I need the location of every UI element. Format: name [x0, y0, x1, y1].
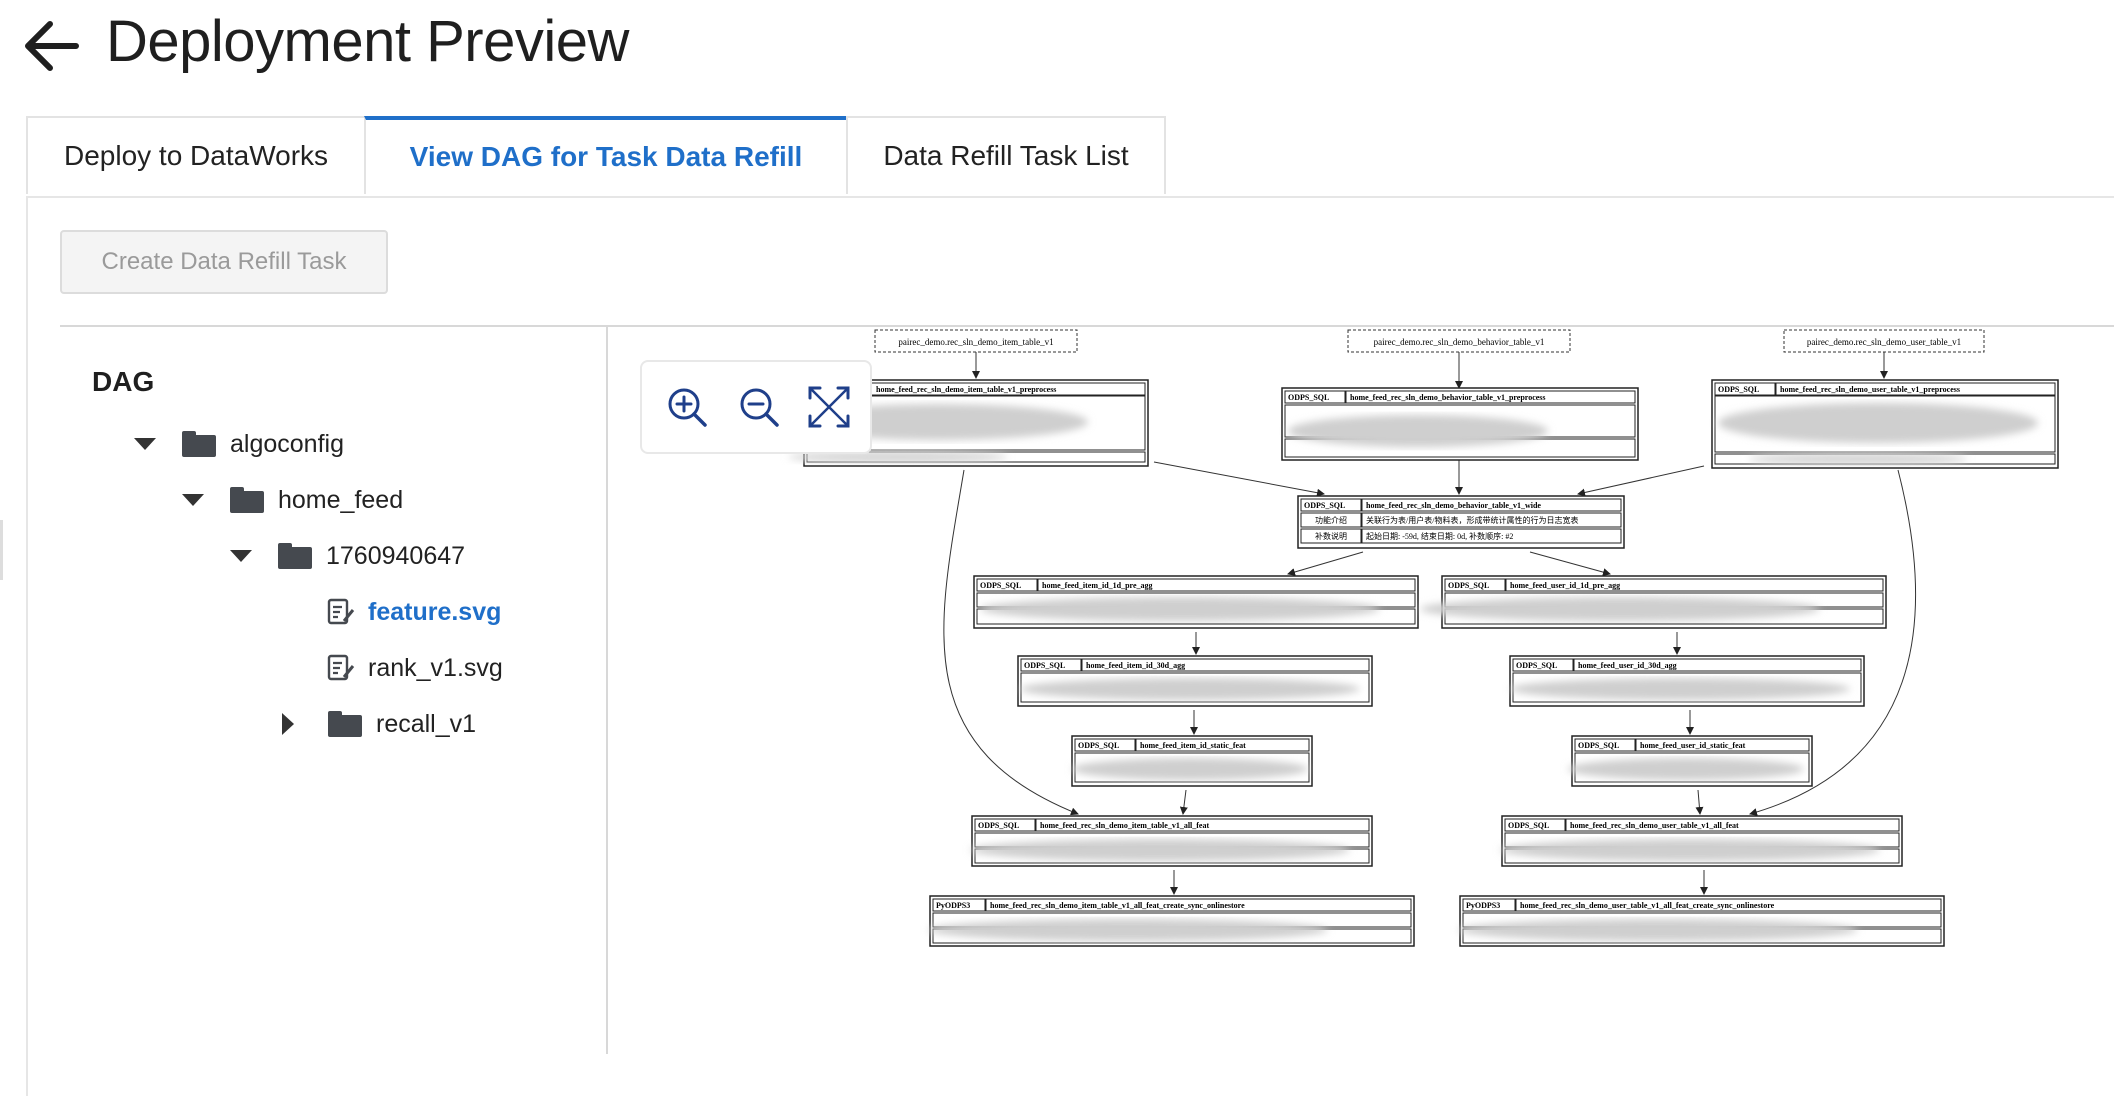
svg-text:ODPS_SQL: ODPS_SQL: [980, 581, 1021, 590]
caret-down-icon[interactable]: [182, 494, 204, 506]
dag-task-node[interactable]: ODPS_SQL home_feed_item_id_1d_pre_agg: [973, 575, 1419, 629]
svg-text:功能介绍: 功能介绍: [1315, 515, 1347, 525]
tab-content-panel: [26, 196, 2114, 1096]
zoom-out-icon[interactable]: [736, 384, 782, 430]
tree-item-algoconfig[interactable]: algoconfig: [134, 424, 344, 464]
svg-text:home_feed_user_id_1d_pre_agg: home_feed_user_id_1d_pre_agg: [1510, 581, 1620, 590]
svg-text:ODPS_SQL: ODPS_SQL: [1578, 741, 1619, 750]
tree-item-feature-svg[interactable]: feature.svg: [326, 592, 501, 632]
tree-item-recall-v1[interactable]: recall_v1: [276, 704, 476, 744]
folder-icon: [182, 431, 216, 457]
dag-task-node[interactable]: ODPS_SQL home_feed_rec_sln_demo_user_tab…: [1500, 815, 1903, 867]
svg-text:ODPS_SQL: ODPS_SQL: [1288, 393, 1329, 402]
tree-item-label: rank_v1.svg: [368, 653, 503, 682]
zoom-controls: [640, 360, 872, 454]
dag-task-node[interactable]: ODPS_SQL home_feed_rec_sln_demo_behavior…: [1281, 387, 1639, 461]
tree-heading: DAG: [92, 366, 155, 397]
divider: [60, 325, 2114, 327]
dag-source-node[interactable]: pairec_demo.rec_sln_demo_item_table_v1: [874, 329, 1078, 353]
svg-text:pairec_demo.rec_sln_demo_behav: pairec_demo.rec_sln_demo_behavior_table_…: [1374, 337, 1545, 347]
tree-item-label: recall_v1: [376, 709, 477, 738]
svg-text:pairec_demo.rec_sln_demo_user_: pairec_demo.rec_sln_demo_user_table_v1: [1807, 337, 1961, 347]
svg-text:home_feed_item_id_static_feat: home_feed_item_id_static_feat: [1140, 741, 1246, 750]
svg-text:起始日期: -59d, 结束日期: 0d, 补数顺序: #2: 起始日期: -59d, 结束日期: 0d, 补数顺序: #2: [1366, 531, 1513, 541]
svg-text:补数说明: 补数说明: [1315, 531, 1347, 541]
svg-text:home_feed_rec_sln_demo_item_ta: home_feed_rec_sln_demo_item_table_v1_pre…: [876, 385, 1056, 394]
svg-text:home_feed_rec_sln_demo_behavio: home_feed_rec_sln_demo_behavior_table_v1…: [1350, 393, 1546, 402]
svg-text:home_feed_rec_sln_demo_item_ta: home_feed_rec_sln_demo_item_table_v1_all…: [1040, 821, 1209, 830]
tree-item-label: home_feed: [278, 485, 404, 514]
dag-canvas[interactable]: pairec_demo.rec_sln_demo_item_table_v1 p…: [608, 326, 2114, 1054]
file-edit-icon: [327, 598, 355, 625]
file-edit-icon: [327, 654, 355, 681]
zoom-in-icon[interactable]: [664, 384, 710, 430]
svg-text:home_feed_user_id_static_feat: home_feed_user_id_static_feat: [1640, 741, 1746, 750]
folder-icon: [230, 487, 264, 513]
svg-text:ODPS_SQL: ODPS_SQL: [1448, 581, 1489, 590]
svg-text:home_feed_user_id_30d_agg: home_feed_user_id_30d_agg: [1578, 661, 1677, 670]
svg-text:ODPS_SQL: ODPS_SQL: [1718, 385, 1759, 394]
dag-source-node[interactable]: pairec_demo.rec_sln_demo_behavior_table_…: [1347, 329, 1571, 353]
svg-text:home_feed_rec_sln_demo_user_ta: home_feed_rec_sln_demo_user_table_v1_pre…: [1780, 385, 1960, 394]
dag-task-node[interactable]: ODPS_SQL home_feed_item_id_static_feat: [1071, 735, 1313, 787]
dag-task-node[interactable]: ODPS_SQL home_feed_user_id_static_feat: [1568, 735, 1813, 787]
dag-task-node[interactable]: ODPS_SQL home_feed_item_id_30d_agg: [1017, 655, 1373, 707]
caret-down-icon[interactable]: [230, 550, 252, 562]
dag-source-node[interactable]: pairec_demo.rec_sln_demo_user_table_v1: [1783, 329, 1985, 353]
tab-data-refill-task-list[interactable]: Data Refill Task List: [846, 116, 1166, 194]
caret-right-icon[interactable]: [282, 713, 294, 735]
tree-item-home-feed[interactable]: home_feed: [182, 480, 403, 520]
tab-view-dag[interactable]: View DAG for Task Data Refill: [364, 116, 848, 194]
svg-text:home_feed_item_id_1d_pre_agg: home_feed_item_id_1d_pre_agg: [1042, 581, 1153, 590]
svg-text:ODPS_SQL: ODPS_SQL: [1516, 661, 1557, 670]
dag-task-node[interactable]: ODPS_SQL home_feed_rec_sln_demo_item_tab…: [970, 815, 1373, 867]
svg-text:ODPS_SQL: ODPS_SQL: [1304, 501, 1345, 510]
svg-text:PyODPS3: PyODPS3: [1466, 901, 1500, 910]
svg-text:ODPS_SQL: ODPS_SQL: [1508, 821, 1549, 830]
tree-item-label: feature.svg: [368, 597, 502, 626]
svg-text:home_feed_rec_sln_demo_item_ta: home_feed_rec_sln_demo_item_table_v1_all…: [990, 901, 1245, 910]
tree-item-rank-v1-svg[interactable]: rank_v1.svg: [326, 648, 503, 688]
svg-text:ODPS_SQL: ODPS_SQL: [978, 821, 1019, 830]
dag-task-node[interactable]: ODPS_SQL home_feed_rec_sln_demo_behavior…: [1297, 495, 1625, 549]
svg-text:PyODPS3: PyODPS3: [936, 901, 970, 910]
svg-text:home_feed_rec_sln_demo_user_ta: home_feed_rec_sln_demo_user_table_v1_all…: [1520, 901, 1775, 910]
tree-item-label: 1760940647: [326, 541, 466, 570]
caret-down-icon[interactable]: [134, 438, 156, 450]
fit-screen-icon[interactable]: [806, 384, 852, 430]
splitter[interactable]: [606, 326, 608, 1054]
svg-text:ODPS_SQL: ODPS_SQL: [1078, 741, 1119, 750]
dag-task-node[interactable]: PyODPS3 home_feed_rec_sln_demo_user_tabl…: [1458, 895, 1945, 947]
folder-icon: [278, 543, 312, 569]
svg-text:home_feed_rec_sln_demo_user_ta: home_feed_rec_sln_demo_user_table_v1_all…: [1570, 821, 1739, 830]
dag-task-node[interactable]: ODPS_SQL home_feed_user_id_30d_agg: [1509, 655, 1865, 707]
dag-diagram: pairec_demo.rec_sln_demo_item_table_v1 p…: [788, 329, 2059, 947]
dag-edges: [943, 352, 1917, 895]
dag-task-node[interactable]: ODPS_SQL home_feed_user_id_1d_pre_agg: [1420, 575, 1887, 629]
page-header: Deployment Preview: [0, 0, 2114, 110]
folder-icon: [328, 711, 362, 737]
dag-task-node[interactable]: PyODPS3 home_feed_rec_sln_demo_item_tabl…: [928, 895, 1415, 947]
arrow-left-icon[interactable]: [22, 18, 82, 74]
svg-text:home_feed_item_id_30d_agg: home_feed_item_id_30d_agg: [1086, 661, 1185, 670]
svg-text:关联行为表/用户表/物料表，形成带统计属性的行为日志宽表: 关联行为表/用户表/物料表，形成带统计属性的行为日志宽表: [1366, 515, 1578, 525]
svg-text:pairec_demo.rec_sln_demo_item_: pairec_demo.rec_sln_demo_item_table_v1: [898, 337, 1053, 347]
page-title: Deployment Preview: [106, 9, 629, 74]
tree-item-label: algoconfig: [230, 429, 344, 458]
svg-text:home_feed_rec_sln_demo_behavio: home_feed_rec_sln_demo_behavior_table_v1…: [1366, 501, 1541, 510]
tab-deploy-to-dataworks[interactable]: Deploy to DataWorks: [26, 116, 366, 194]
dag-task-node[interactable]: ODPS_SQL home_feed_rec_sln_demo_user_tab…: [1711, 379, 2059, 469]
svg-text:ODPS_SQL: ODPS_SQL: [1024, 661, 1065, 670]
tree-item-1760940647[interactable]: 1760940647: [230, 536, 465, 576]
edge-marker: [0, 520, 3, 580]
create-data-refill-task-button[interactable]: Create Data Refill Task: [60, 230, 388, 294]
